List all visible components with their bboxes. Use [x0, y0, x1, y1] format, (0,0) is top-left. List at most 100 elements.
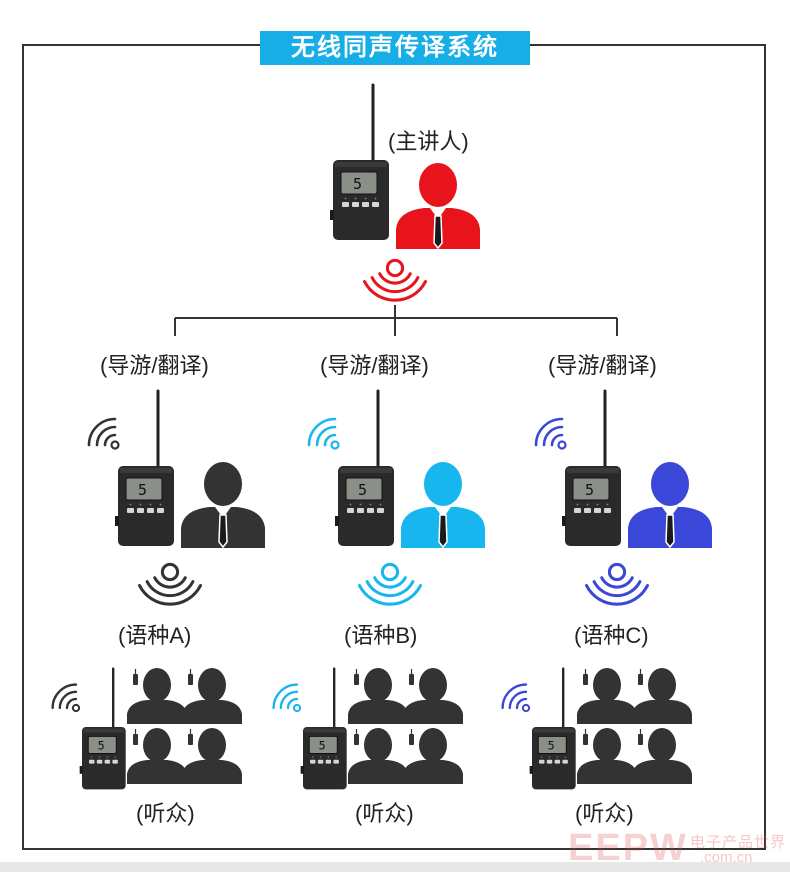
device-button-dot: [354, 197, 357, 200]
signal-source: [160, 562, 180, 582]
audience-device-1: 5: [300, 667, 347, 790]
signal-source: [607, 562, 627, 582]
signal-wave: [592, 580, 642, 598]
receiver-shape: [409, 674, 414, 685]
interpreter-person-icon-0: [181, 462, 265, 549]
device-button: [367, 508, 374, 513]
watermark-logo: EEPW: [568, 827, 688, 869]
watermark-subtitle: 电子产品世界: [690, 834, 787, 851]
device-button-dot: [91, 756, 93, 758]
diagram-title: 无线同声传译系统: [260, 31, 530, 65]
receiver-shape: [354, 734, 359, 745]
tie-shape: [218, 514, 228, 549]
wifi-arc: [501, 683, 528, 710]
head-shape: [364, 728, 392, 762]
head-shape: [593, 728, 621, 762]
head-shape: [204, 462, 242, 506]
device-button: [89, 759, 95, 764]
listener-icon: [632, 728, 692, 784]
wifi-dot: [330, 440, 340, 450]
device-button-dot: [359, 503, 362, 506]
wifi-arc: [534, 417, 564, 447]
device-screen-digit: 5: [319, 739, 326, 753]
device-button: [127, 508, 134, 513]
connector-lines: [174, 305, 618, 336]
wifi-arc: [95, 425, 117, 447]
device-side-clip: [115, 516, 119, 526]
head-shape: [143, 728, 171, 762]
watermark-url: .com.cn: [700, 849, 753, 866]
channel-signal-icon-0: [138, 562, 202, 606]
device-button: [333, 759, 339, 764]
signal-wave: [138, 584, 202, 606]
audience-device-0: 5: [79, 667, 126, 790]
device-screen-digit: 5: [138, 481, 147, 499]
head-shape: [143, 668, 171, 702]
wifi-arc: [542, 425, 564, 447]
body-shape: [403, 700, 463, 724]
interpreter-label-a: (导游/翻译): [100, 353, 209, 378]
device-button-dot: [586, 503, 589, 506]
device-button-dot: [129, 503, 132, 506]
audience-label-a: (听众): [136, 801, 195, 826]
device-button: [357, 508, 364, 513]
interpreter-device-0: 5: [115, 389, 174, 546]
signal-wave: [365, 580, 415, 598]
device-top-band: [120, 468, 172, 473]
device-button-dot: [374, 197, 377, 200]
receiver-shape: [133, 674, 138, 685]
wifi-arc: [103, 433, 117, 447]
audience-wifi-icon-2: [501, 683, 531, 713]
wifi-arc: [65, 697, 78, 710]
signal-wave: [145, 580, 195, 598]
device-side-clip: [562, 516, 566, 526]
device-button-dot: [564, 756, 566, 758]
device-button-dot: [576, 503, 579, 506]
device-button-dot: [98, 756, 101, 758]
wifi-arc: [87, 417, 117, 447]
listener-icon: [127, 728, 187, 784]
wifi-arc: [51, 683, 78, 710]
device-button: [147, 508, 154, 513]
device-button: [347, 508, 354, 513]
device-button-dot: [379, 503, 382, 506]
device-button-dot: [319, 756, 322, 758]
device-top-band: [340, 468, 392, 473]
device-screen-digit: 5: [358, 481, 367, 499]
interpreter-label-b: (导游/翻译): [320, 353, 429, 378]
device-side-clip: [79, 766, 83, 774]
wifi-arc: [307, 417, 337, 447]
receiver-shape: [133, 734, 138, 745]
speaker-person-icon: [396, 163, 480, 250]
channel-signal-icon-1: [358, 562, 422, 606]
device-button-dot: [548, 756, 551, 758]
wifi-arc: [323, 433, 337, 447]
listener-icon: [632, 668, 692, 724]
receiver-shape: [638, 674, 643, 685]
device-screen-digit: 5: [585, 481, 594, 499]
device-screen-digit: 5: [548, 739, 555, 753]
device-side-clip: [335, 516, 339, 526]
footer-bar: [0, 862, 790, 872]
speaker-label: (主讲人): [388, 129, 469, 154]
audience-label-b: (听众): [355, 801, 414, 826]
head-shape: [419, 668, 447, 702]
signal-wave: [370, 276, 420, 294]
device-button-dot: [556, 756, 559, 758]
device-button: [342, 202, 349, 207]
device-button: [96, 759, 103, 764]
listener-icon: [182, 728, 242, 784]
device-button: [112, 759, 118, 764]
device-button: [562, 759, 568, 764]
device-button-dot: [364, 197, 367, 200]
channel-label-a: (语种A): [118, 623, 192, 648]
device-button: [317, 759, 324, 764]
device-button: [604, 508, 611, 513]
receiver-shape: [188, 734, 193, 745]
audience-wifi-icon-0: [51, 683, 81, 713]
listener-icon: [403, 668, 463, 724]
device-button-dot: [335, 756, 337, 758]
device-top-band: [304, 728, 346, 733]
device-side-clip: [300, 766, 304, 774]
interpreter-wifi-icon-1: [307, 417, 340, 450]
